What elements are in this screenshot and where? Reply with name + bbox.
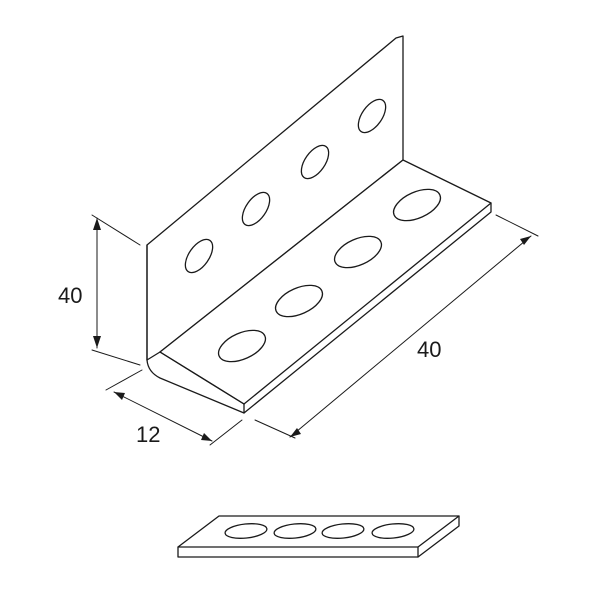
slot-hole (371, 523, 415, 539)
flat-plate (177, 515, 460, 558)
horizontal-flange-front-edge (243, 202, 492, 414)
slot-hole (184, 238, 214, 274)
slot-hole (241, 191, 271, 227)
height-dimension: 40 (58, 214, 141, 366)
flat-plate-front-edge (177, 546, 419, 558)
slot-hole (392, 188, 442, 222)
bend-outer-edge (146, 359, 245, 414)
slot-hole (300, 144, 330, 180)
horizontal-flange-holes (217, 188, 442, 363)
height-label: 40 (58, 283, 82, 308)
length-dimension: 40 (254, 214, 539, 439)
slot-hole (321, 523, 365, 539)
slot-hole (357, 98, 387, 134)
length-label: 40 (417, 337, 441, 362)
flat-plate-top (177, 515, 460, 548)
slot-hole (274, 284, 324, 318)
width-label: 12 (136, 422, 160, 447)
vertical-flange-holes (184, 98, 387, 274)
bend-inner-edge (159, 351, 245, 405)
flat-plate-side-edge (417, 515, 460, 558)
slot-hole (224, 523, 268, 539)
angle-bracket (146, 35, 492, 414)
slot-hole (217, 329, 267, 363)
slot-hole (273, 523, 317, 539)
width-dimension: 12 (105, 369, 243, 447)
slot-hole (333, 235, 383, 269)
